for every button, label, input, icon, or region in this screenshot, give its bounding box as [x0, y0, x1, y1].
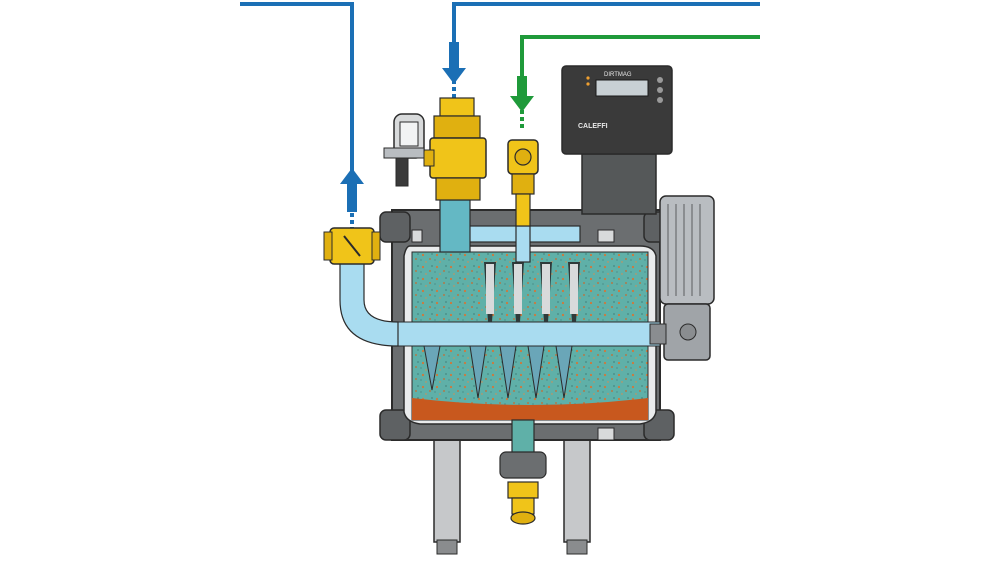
controller-brand: DIRTMAG: [604, 72, 632, 78]
flush-valve: [507, 139, 539, 227]
inlet-pipe: [439, 199, 471, 253]
flush-line: [520, 35, 760, 130]
bottom-drain: [499, 419, 547, 525]
outlet-valve: [323, 227, 381, 265]
inlet-arrow-down-icon: [442, 42, 466, 84]
valve-actuator: [383, 113, 425, 187]
outlet-arrow-up-icon: [340, 168, 364, 212]
sludge-layer: [412, 398, 648, 420]
flush-arrow-down-icon: [510, 76, 534, 112]
outlet-elbow-pipe: [339, 251, 399, 347]
controller-logo: CALEFFI: [578, 123, 608, 130]
lower-baffle-fins: [423, 345, 573, 399]
motor-unit: [649, 195, 715, 361]
controller-unit: DIRTMAG CALEFFI: [561, 65, 673, 215]
upper-magnet-fins-highlight: [486, 264, 578, 314]
outlet-line: [240, 2, 354, 228]
inlet-valve: [423, 97, 487, 201]
separator-tank: [397, 245, 661, 425]
